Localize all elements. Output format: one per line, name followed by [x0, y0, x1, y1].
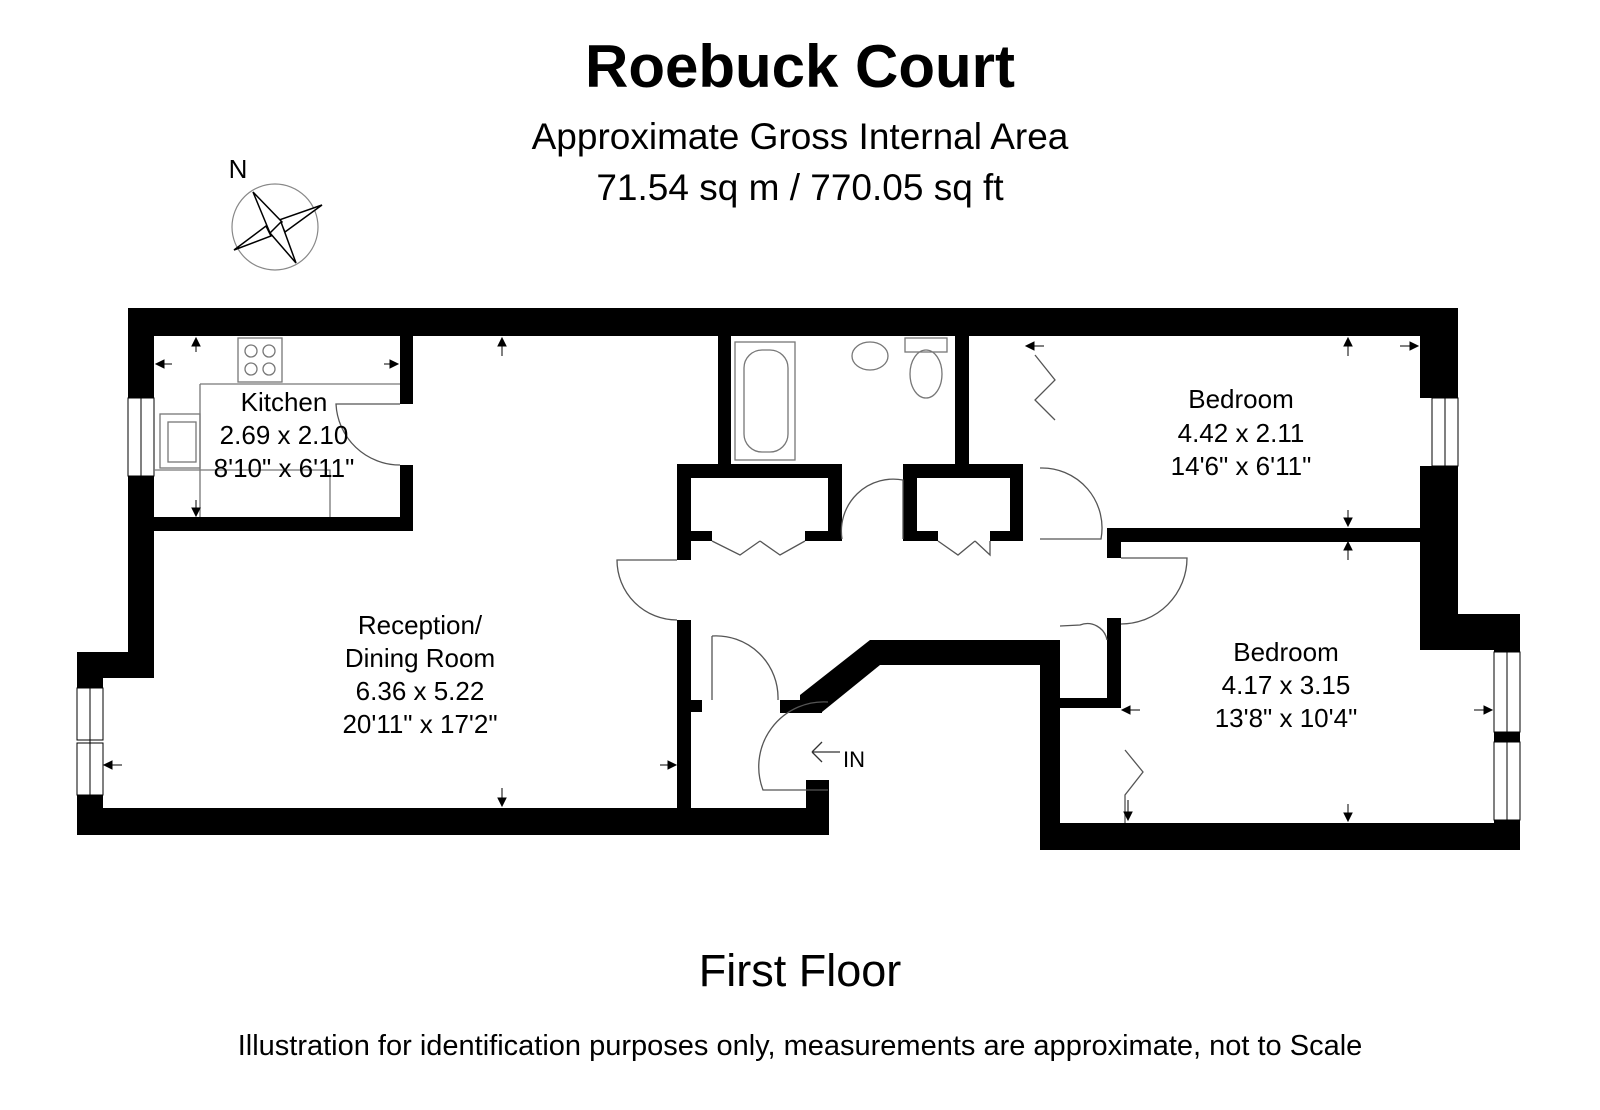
kitchen-metric: 2.69 x 2.10 [220, 420, 349, 450]
kitchen-imperial: 8'10" x 6'11" [214, 453, 355, 483]
bedroom1-imperial: 14'6" x 6'11" [1171, 451, 1312, 481]
kitchen-name: Kitchen [241, 387, 328, 417]
room-labels: Kitchen 2.69 x 2.10 8'10" x 6'11" Recept… [214, 384, 1358, 739]
bedroom2-imperial: 13'8" x 10'4" [1215, 703, 1358, 733]
reception-name-line2: Dining Room [345, 643, 495, 673]
bedroom1-metric: 4.42 x 2.11 [1178, 418, 1305, 448]
floor-label: First Floor [698, 945, 902, 996]
reception-imperial: 20'11" x 17'2" [342, 709, 497, 739]
bedroom2-metric: 4.17 x 3.15 [1222, 670, 1351, 700]
bedroom2-name: Bedroom [1233, 637, 1339, 667]
reception-name-line1: Reception/ [358, 610, 483, 640]
area-value: 71.54 sq m / 770.05 sq ft [596, 167, 1004, 208]
fixtures [154, 337, 948, 517]
windows [76, 397, 1521, 821]
entrance-arrow-icon [811, 741, 840, 763]
reception-metric: 6.36 x 5.22 [356, 676, 485, 706]
walls [77, 308, 1520, 850]
disclaimer-text: Illustration for identification purposes… [237, 1030, 1363, 1062]
plan-title: Roebuck Court [584, 33, 1016, 100]
compass-label: N [229, 154, 248, 184]
doors [335, 354, 1188, 823]
dimension-markers [102, 336, 1494, 823]
compass-icon [231, 183, 323, 271]
bedroom1-name: Bedroom [1188, 384, 1294, 414]
area-caption: Approximate Gross Internal Area [531, 116, 1069, 157]
entrance-label: IN [843, 747, 865, 772]
